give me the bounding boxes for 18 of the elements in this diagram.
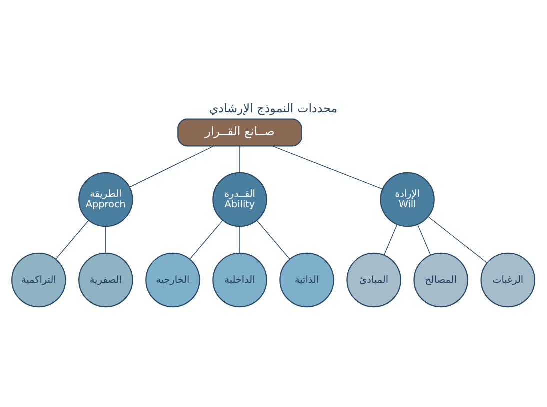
connector — [428, 216, 488, 264]
node-circle: التراكمية — [12, 252, 66, 308]
node-circle: الداخلية — [212, 252, 268, 308]
node-circle: المبادئ — [346, 252, 402, 308]
connector — [384, 224, 398, 256]
connector — [272, 146, 384, 190]
diagram-title: محددات النموذج الإرشادي — [209, 101, 338, 116]
connector — [256, 220, 290, 260]
connector — [129, 146, 214, 188]
connector — [190, 220, 224, 260]
connector — [417, 224, 432, 256]
node-circle: الذاتية — [280, 252, 334, 308]
node-circle: الرغبات — [480, 252, 536, 308]
node-box: صــانع القــرار — [178, 118, 302, 147]
connector — [56, 220, 90, 260]
node-circle: المصالح — [414, 252, 468, 308]
node-circle: الصفرية — [78, 252, 134, 308]
node-circle: الخارجية — [146, 252, 200, 308]
